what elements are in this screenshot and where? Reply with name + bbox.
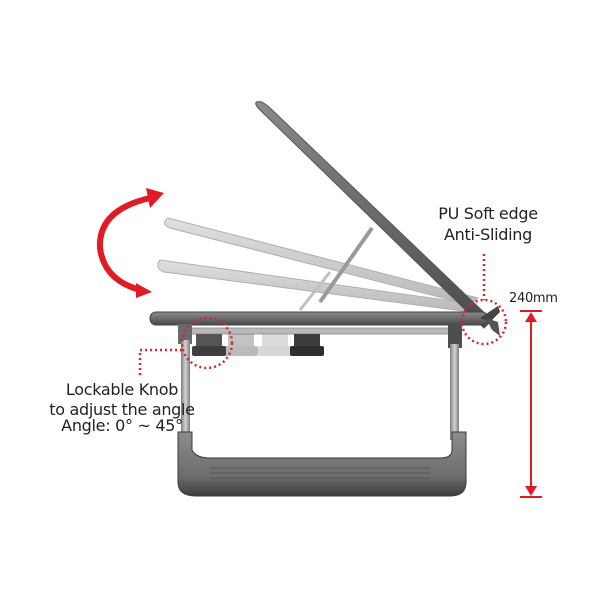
pu-edge-label: PU Soft edge Anti-Sliding bbox=[420, 203, 556, 245]
tray-raised bbox=[255, 101, 493, 329]
knob-line2: to adjust the angle bbox=[49, 400, 195, 419]
support-strut bbox=[318, 226, 374, 304]
hinge-right bbox=[448, 324, 462, 348]
height-dimension-arrow-icon bbox=[520, 310, 542, 498]
rotation-arrow-icon bbox=[96, 188, 164, 298]
tray-ghost-low bbox=[157, 259, 475, 313]
tray-ghost-mid bbox=[164, 217, 480, 306]
height-label: 240mm bbox=[509, 291, 558, 306]
leg-left bbox=[181, 340, 190, 440]
knob-1 bbox=[192, 334, 226, 356]
callout-knob bbox=[138, 316, 234, 378]
knob-positions bbox=[192, 334, 324, 356]
knob-label: Lockable Knob to adjust the angle Angle:… bbox=[47, 380, 197, 436]
knob-line3: Angle: 0° ~ 45° bbox=[61, 416, 183, 435]
knob-line1: Lockable Knob bbox=[65, 380, 179, 399]
base-foot bbox=[177, 431, 467, 497]
tray-flat bbox=[149, 306, 500, 336]
pu-edge-line2: Anti-Sliding bbox=[444, 225, 532, 244]
pu-edge-line1: PU Soft edge bbox=[438, 204, 538, 223]
leg-right bbox=[450, 344, 459, 440]
callout-pu-edge bbox=[460, 254, 508, 346]
hinge-left bbox=[178, 324, 192, 344]
